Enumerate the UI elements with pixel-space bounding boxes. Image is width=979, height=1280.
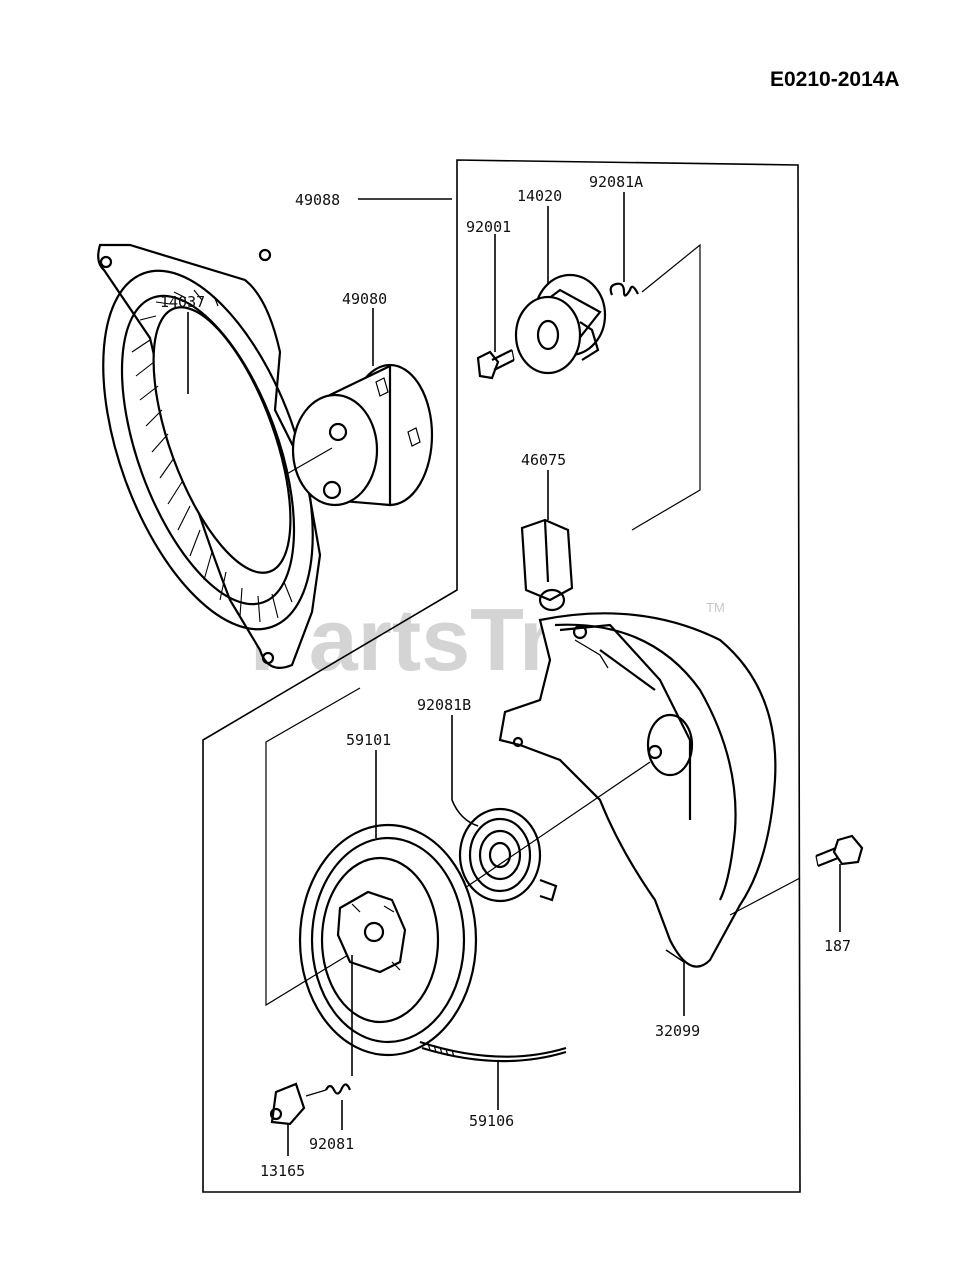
label-187: 187 bbox=[824, 937, 851, 955]
assembly-outline bbox=[202, 159, 801, 1193]
part-13165-pawl[interactable] bbox=[269, 1082, 306, 1126]
part-46075-ratchet[interactable] bbox=[520, 518, 574, 612]
part-32099-housing[interactable] bbox=[498, 612, 777, 968]
part-14020-cam[interactable] bbox=[514, 273, 607, 375]
label-14020: 14020 bbox=[517, 187, 562, 205]
label-92081b: 92081B bbox=[417, 696, 471, 714]
part-92081b-spring[interactable] bbox=[458, 761, 651, 903]
label-32099: 32099 bbox=[655, 1022, 700, 1040]
part-92081-spring[interactable] bbox=[305, 1083, 352, 1097]
label-49080: 49080 bbox=[342, 290, 387, 308]
leader-lines bbox=[187, 192, 841, 1156]
exploded-view-lines bbox=[265, 687, 801, 1007]
label-92081a: 92081A bbox=[589, 173, 643, 191]
trademark-text: TM bbox=[706, 600, 725, 615]
label-92081: 92081 bbox=[309, 1135, 354, 1153]
label-59106: 59106 bbox=[469, 1112, 514, 1130]
label-49088: 49088 bbox=[295, 191, 340, 209]
label-92001: 92001 bbox=[466, 218, 511, 236]
label-13165: 13165 bbox=[260, 1162, 305, 1180]
label-14037: 14037 bbox=[160, 293, 205, 311]
part-92001-bolt[interactable] bbox=[476, 349, 515, 380]
label-46075: 46075 bbox=[521, 451, 566, 469]
part-92081a-spring[interactable] bbox=[609, 243, 701, 531]
diagram-code: E0210-2014A bbox=[770, 68, 900, 91]
part-49080-drum[interactable] bbox=[284, 363, 434, 507]
part-59101-reel[interactable] bbox=[298, 823, 478, 1057]
label-59101: 59101 bbox=[346, 731, 391, 749]
part-187-bolt[interactable] bbox=[815, 834, 864, 868]
part-59106-rope[interactable] bbox=[419, 1040, 567, 1063]
